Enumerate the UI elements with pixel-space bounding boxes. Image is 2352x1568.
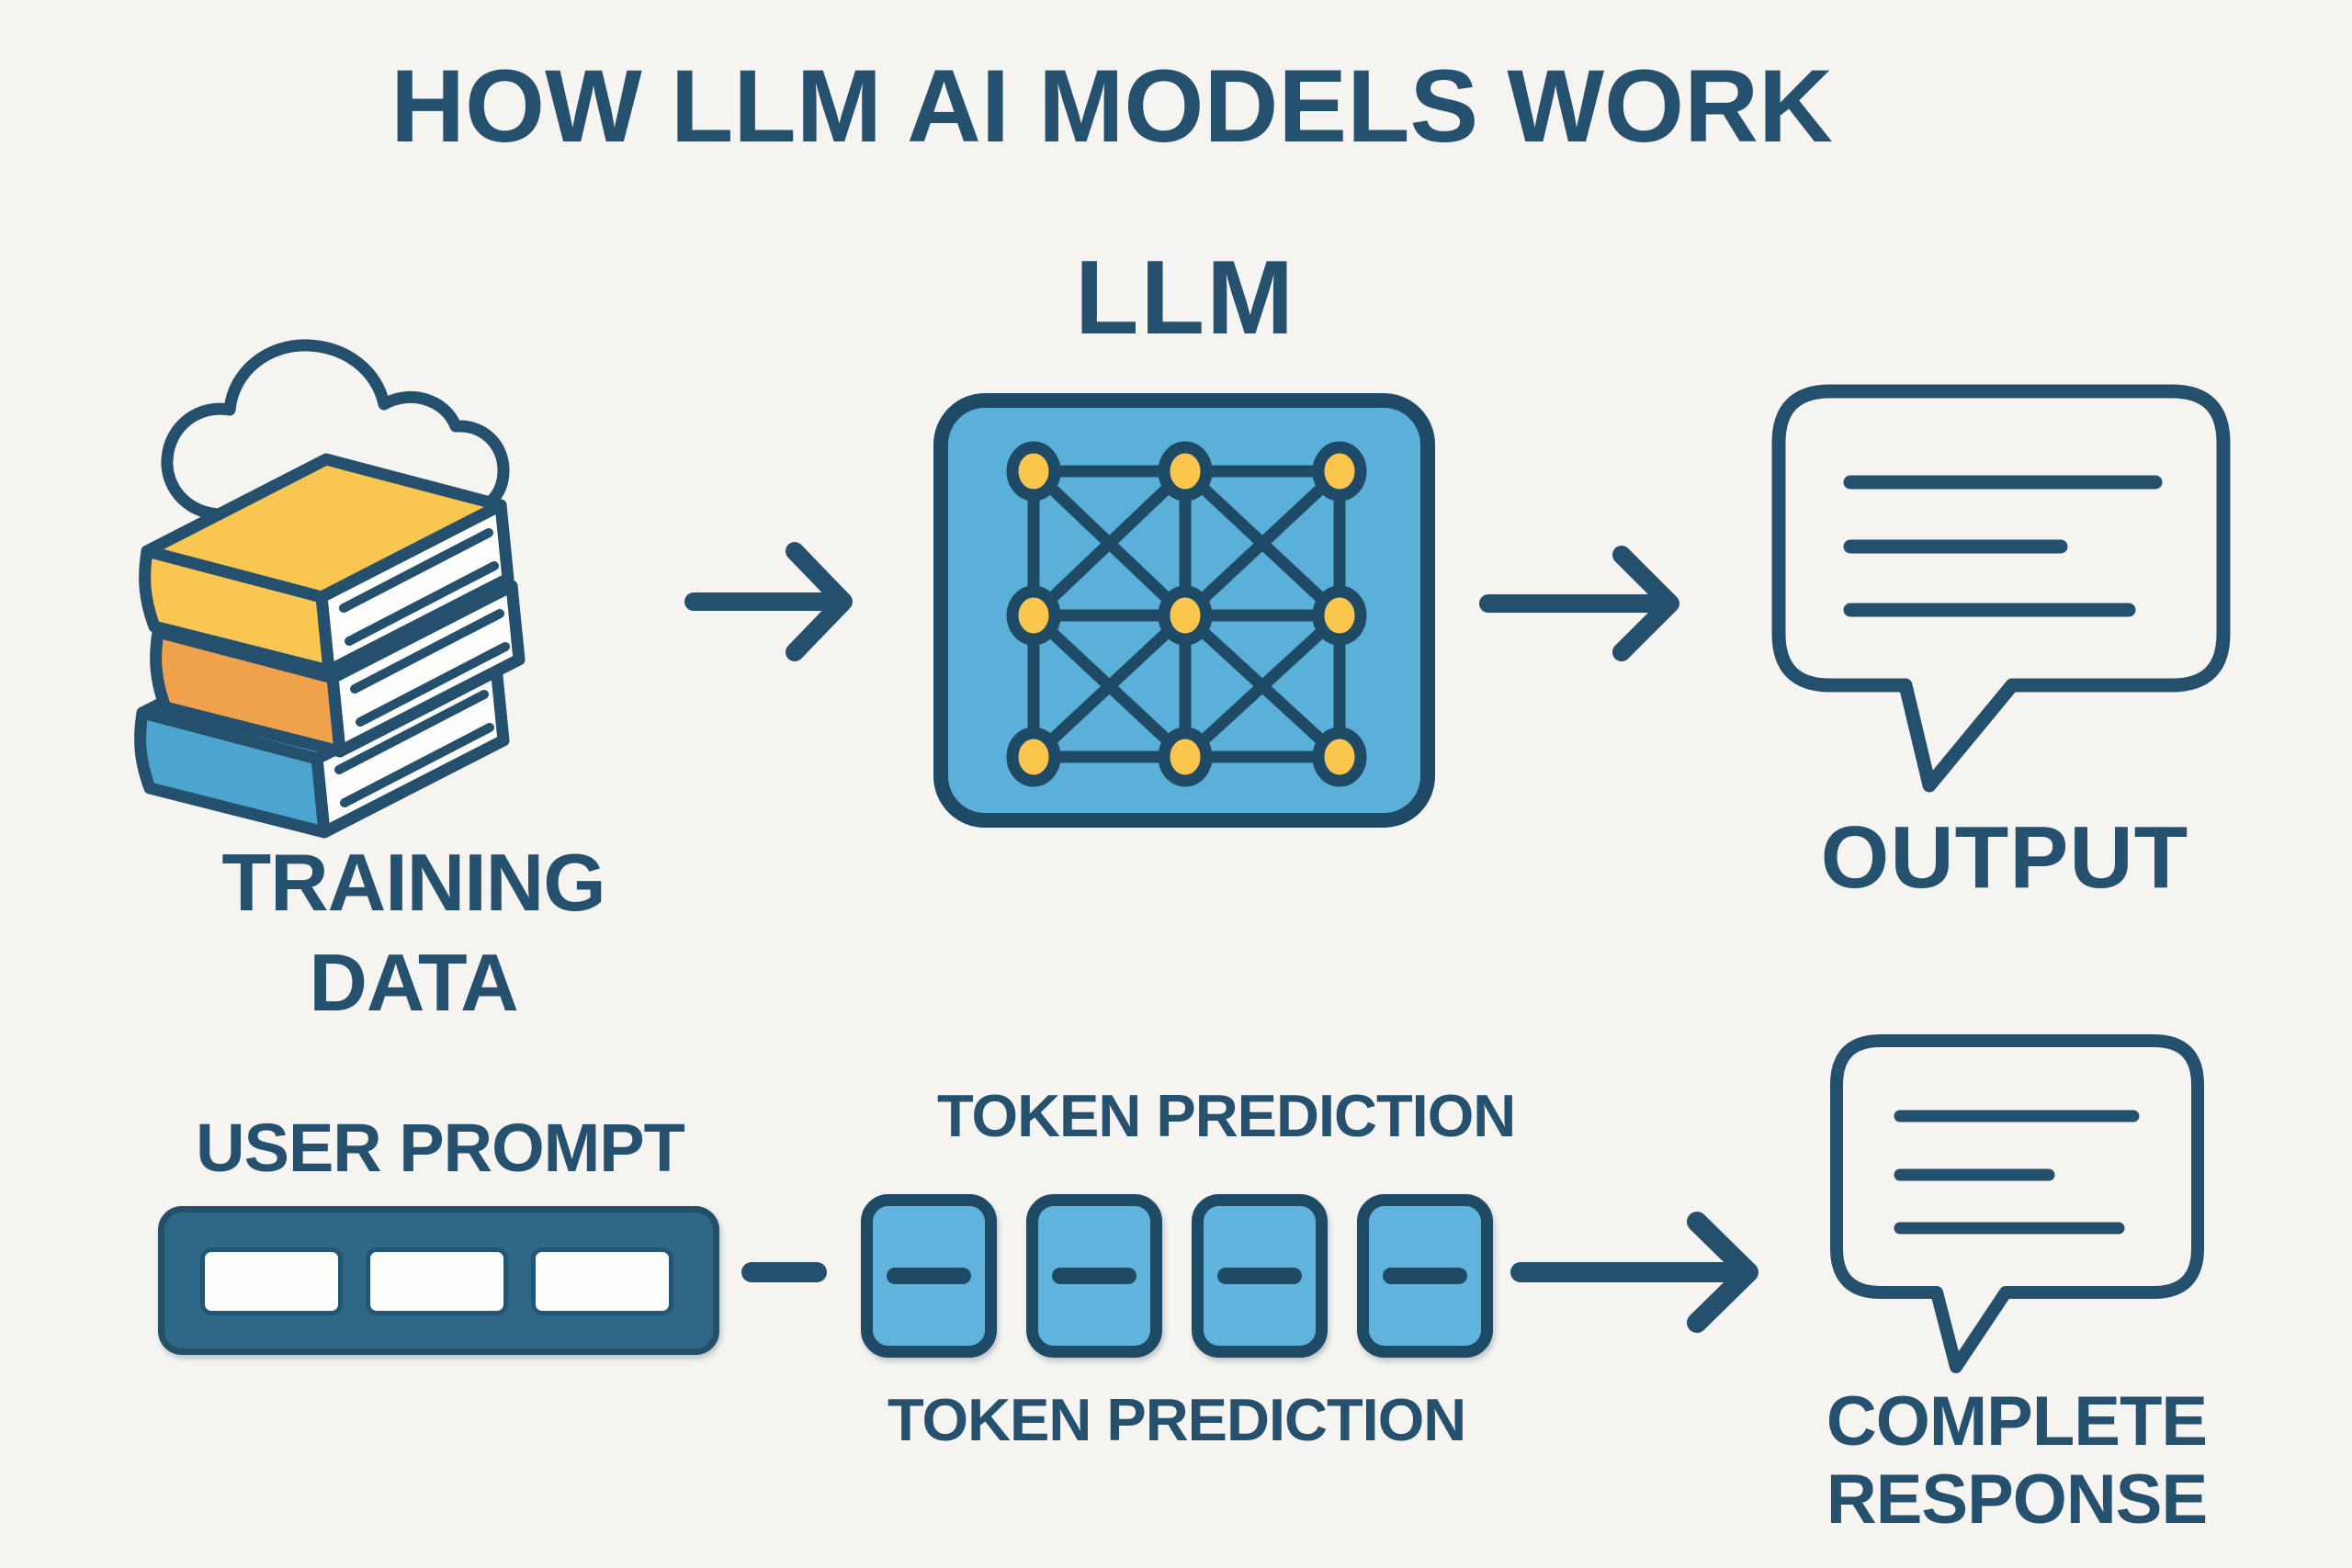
prompt-token-cell	[366, 1247, 508, 1315]
connector-dash	[741, 1262, 827, 1282]
token-dash	[1383, 1268, 1467, 1284]
training-data-label: TRAINING DATA	[221, 837, 605, 1029]
arrow-right-icon	[684, 542, 853, 661]
bubble-text-lines	[1843, 475, 2163, 617]
books-cloud-icon	[134, 339, 526, 839]
token-dash	[1052, 1268, 1136, 1284]
token-dash	[1217, 1268, 1302, 1284]
page-title: HOW LLM AI MODELS WORK	[390, 49, 1833, 164]
network-nodes	[1006, 441, 1367, 787]
user-prompt-label: USER PROMPT	[196, 1110, 685, 1186]
llm-label: LLM	[1074, 240, 1296, 356]
token-dash	[887, 1268, 971, 1284]
user-prompt-box	[158, 1206, 719, 1355]
token-prediction-label-bottom: TOKEN PREDICTION	[888, 1386, 1466, 1453]
token-box	[1357, 1194, 1493, 1358]
arrow-right-icon	[1510, 1212, 1758, 1333]
prompt-token-cell	[200, 1247, 343, 1315]
neural-network-icon	[933, 393, 1435, 828]
token-prediction-label-top: TOKEN PREDICTION	[937, 1082, 1516, 1149]
speech-bubble-icon	[1771, 384, 2231, 793]
bubble-text-lines	[1894, 1110, 2140, 1235]
cloud-shape	[161, 339, 510, 521]
arrow-right-icon	[1479, 546, 1679, 661]
speech-bubble-icon	[1830, 1034, 2204, 1373]
output-label: OUTPUT	[1820, 808, 2189, 907]
complete-response-label: COMPLETE RESPONSE	[1826, 1382, 2208, 1540]
token-box	[861, 1194, 997, 1358]
token-box	[1026, 1194, 1162, 1358]
token-box	[1192, 1194, 1328, 1358]
prompt-token-cell	[531, 1247, 673, 1315]
